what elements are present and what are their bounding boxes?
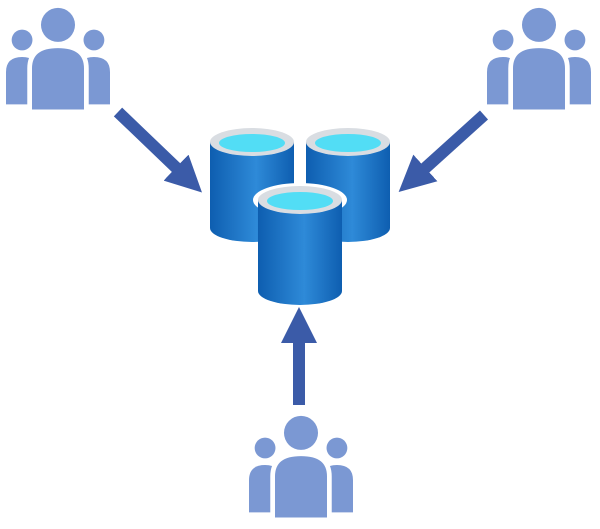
arrow-top-right-to-database [398,110,489,193]
users-icon [487,8,591,112]
users-icon [6,8,110,112]
database-cylinder-front [253,183,347,305]
database-cluster-icon [210,128,390,305]
arrow-top-left-to-database [113,107,202,193]
user-group-bottom [249,416,353,520]
user-group-top-right [487,8,591,112]
users-icon [249,416,353,520]
user-group-top-left [6,8,110,112]
